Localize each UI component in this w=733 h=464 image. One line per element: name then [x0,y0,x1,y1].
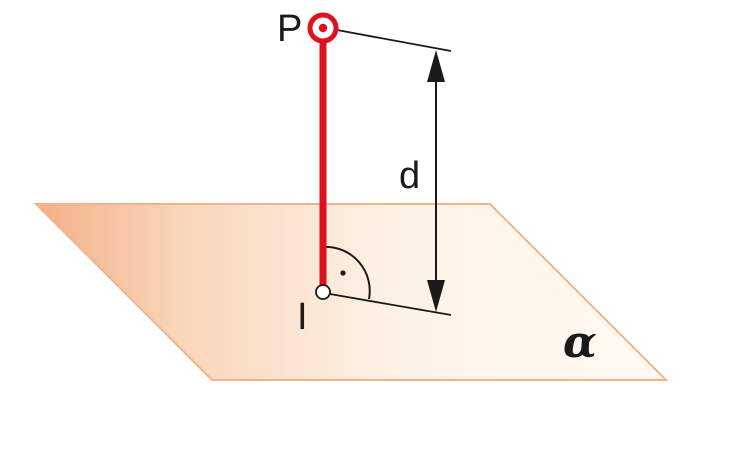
dimension-arrow-bottom [427,280,445,312]
right-angle-dot [340,270,346,276]
label-distance-d: d [399,155,420,197]
label-point-p: P [277,8,302,50]
extension-line-top [336,29,452,52]
dimension-arrow-top [427,50,445,82]
right-angle-arc [322,245,371,300]
label-foot-i: I [297,296,308,338]
point-p-center [318,23,328,33]
foot-point-i [315,284,331,300]
plane-alpha [33,203,669,381]
label-plane-alpha: α [563,317,597,368]
extension-line-bottom [329,293,452,316]
